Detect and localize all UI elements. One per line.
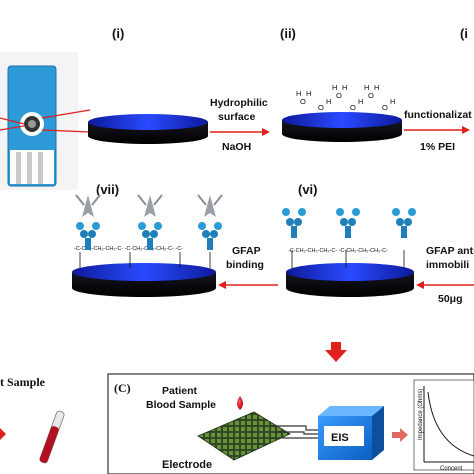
hydrophilic-text-2: surface xyxy=(218,111,256,123)
blood-tube xyxy=(39,410,65,464)
blood-drop-icon xyxy=(237,396,243,410)
svg-text:H: H xyxy=(326,97,331,106)
electrode-chip xyxy=(197,411,291,461)
svg-text:-C-CH₂-CH₂-CH₂-C- -C-CH₂-CH₂: -C-CH₂-CH₂-CH₂-C- -C-CH₂-CH₂-CH₂-C- -C- xyxy=(74,246,183,252)
panel-c-label: (C) xyxy=(114,381,131,395)
gfap-binding-text-1: GFAP xyxy=(232,245,261,257)
pei-chain-vii: -C-CH₂-CH₂-CH₂-C- -C-CH₂-CH₂-CH₂-C- -C- xyxy=(74,246,211,268)
svg-text:H: H xyxy=(364,83,369,92)
graph-x-axis-label: Concent xyxy=(440,466,463,472)
gfap-immob-text-1: GFAP anti xyxy=(426,245,474,257)
concentration-text: 50μg xyxy=(438,293,463,305)
arrow-hydrophilic xyxy=(210,128,270,136)
impedance-graph xyxy=(413,379,474,471)
svg-text:O: O xyxy=(382,103,388,112)
disk-step-vii xyxy=(72,263,216,297)
svg-text:O: O xyxy=(336,91,342,100)
gfap-binding-text-2: binding xyxy=(226,259,264,271)
electrode-text: Electrode xyxy=(162,459,212,471)
patient-text-2: Blood Sample xyxy=(146,399,216,411)
step-i-label: (i) xyxy=(112,26,124,41)
svg-text:H: H xyxy=(374,83,379,92)
svg-text:O: O xyxy=(350,103,356,112)
step-vii-label: (vii) xyxy=(96,182,119,197)
svg-text:O: O xyxy=(300,97,306,106)
eis-box xyxy=(318,406,384,460)
panel-b-arrow xyxy=(0,428,6,440)
step-vi-label: (vi) xyxy=(298,182,318,197)
svg-text:H: H xyxy=(358,97,363,106)
hydrophilic-text-1: Hydrophilic xyxy=(210,97,268,109)
naoh-text: NaOH xyxy=(222,141,251,153)
arrow-to-graph xyxy=(392,428,408,442)
step-ii-label: (ii) xyxy=(280,26,296,41)
graph-y-axis-label: Impedance (Ohms) xyxy=(418,389,424,440)
pei-text: 1% PEI xyxy=(420,141,455,153)
disk-step-i xyxy=(88,114,208,144)
antibody-3 xyxy=(392,208,416,238)
svg-text:O: O xyxy=(318,103,324,112)
disk-step-vi xyxy=(286,263,414,297)
arrow-functionalization xyxy=(404,126,470,134)
svg-text:O: O xyxy=(368,91,374,100)
antibody-1 xyxy=(282,208,306,238)
svg-text:H: H xyxy=(342,83,347,92)
antigen-antibody-complex-3 xyxy=(197,194,223,250)
arrow-gfap-binding xyxy=(218,281,278,289)
svg-text:H: H xyxy=(306,89,311,98)
disk-step-ii xyxy=(282,112,402,142)
gfap-immob-text-2: immobili xyxy=(426,259,469,271)
step-iii-label: (i xyxy=(460,26,468,41)
antibody-2 xyxy=(336,208,360,238)
functionalization-text: functionalizat xyxy=(404,109,472,121)
panel-b-label: t Sample xyxy=(0,375,46,389)
svg-text:H: H xyxy=(390,97,395,106)
antigen-antibody-complex-1 xyxy=(75,194,101,250)
svg-text:H: H xyxy=(296,89,301,98)
sensor-strip-photo xyxy=(0,52,91,190)
panel-c-frame xyxy=(107,373,474,474)
antigen-antibody-complex-2 xyxy=(137,194,163,250)
svg-text:H: H xyxy=(332,83,337,92)
eis-text: EIS xyxy=(331,432,349,444)
svg-text:-C-CH₂-CH₂-CH₂-C- -C-CH₂-CH₂: -C-CH₂-CH₂-CH₂-C- -C-CH₂-CH₂-CH₂-C- xyxy=(288,248,388,254)
patient-text-1: Patient xyxy=(162,385,198,397)
electrode-wires xyxy=(270,425,318,439)
pei-chain-vi: -C-CH₂-CH₂-CH₂-C- -C-CH₂-CH₂-CH₂-C- xyxy=(288,248,405,268)
down-arrow xyxy=(325,342,347,362)
arrow-gfap-immobilization xyxy=(416,281,474,289)
